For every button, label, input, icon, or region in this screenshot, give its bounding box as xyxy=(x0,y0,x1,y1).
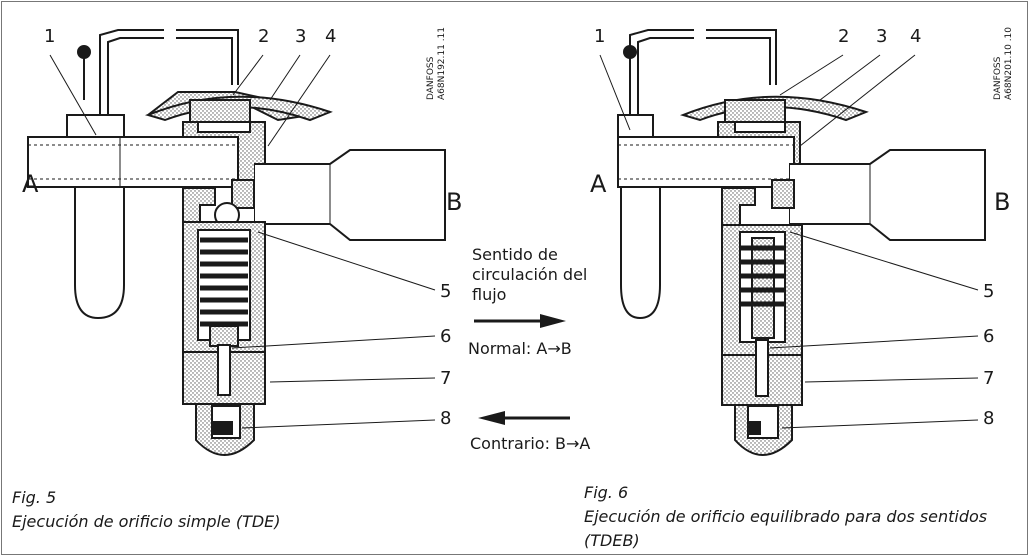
callout-5-left: 5 xyxy=(440,281,452,302)
callout-7-left: 7 xyxy=(440,368,452,389)
caption-fig6-label: Fig. 6 xyxy=(584,483,629,502)
code-right-line2: A68N201.10 .10 xyxy=(1004,26,1014,100)
flow-arrows xyxy=(474,314,570,425)
code-right-line1: DANFOSS xyxy=(993,56,1003,100)
code-left-line1: DANFOSS xyxy=(426,56,436,100)
valve-left xyxy=(27,29,446,456)
callout-8-left: 8 xyxy=(440,408,452,429)
callout-1-left: 1 xyxy=(44,26,56,47)
leaders-right xyxy=(599,54,979,429)
port-b-left: B xyxy=(446,188,463,216)
caption-fig6: Fig. 6 Ejecución de orificio equilibrado… xyxy=(584,481,987,553)
caption-fig6-title-1: Ejecución de orificio equilibrado para d… xyxy=(584,507,988,526)
port-a-left: A xyxy=(22,170,39,198)
callout-8-right: 8 xyxy=(983,408,995,429)
callout-3-right: 3 xyxy=(876,26,888,47)
callout-4-left: 4 xyxy=(325,26,337,47)
flow-line3: flujo xyxy=(472,285,507,304)
caption-fig6-title-2: (TDEB) xyxy=(584,531,640,550)
code-left-line2: A68N192.11 .11 xyxy=(437,26,447,100)
leaders-left xyxy=(49,54,436,429)
callout-5-right: 5 xyxy=(983,281,995,302)
flow-reverse-label: Contrario: B→A xyxy=(470,434,591,453)
caption-fig5-title: Ejecución de orificio simple (TDE) xyxy=(12,512,281,531)
flow-direction-title: Sentido de circulación del flujo xyxy=(472,245,587,305)
caption-fig5: Fig. 5 Ejecución de orificio simple (TDE… xyxy=(12,486,281,534)
caption-fig5-label: Fig. 5 xyxy=(12,488,57,507)
flow-normal-label: Normal: A→B xyxy=(468,339,572,358)
callout-4-right: 4 xyxy=(910,26,922,47)
callout-2-left: 2 xyxy=(258,26,270,47)
callout-6-right: 6 xyxy=(983,326,995,347)
callout-7-right: 7 xyxy=(983,368,995,389)
flow-line2: circulación del xyxy=(472,265,588,284)
callout-3-left: 3 xyxy=(295,26,307,47)
flow-line1: Sentido de xyxy=(472,245,558,264)
port-a-right: A xyxy=(590,170,607,198)
port-b-right: B xyxy=(994,188,1011,216)
valve-right xyxy=(617,29,986,456)
callout-6-left: 6 xyxy=(440,326,452,347)
callout-2-right: 2 xyxy=(838,26,850,47)
callout-1-right: 1 xyxy=(594,26,606,47)
